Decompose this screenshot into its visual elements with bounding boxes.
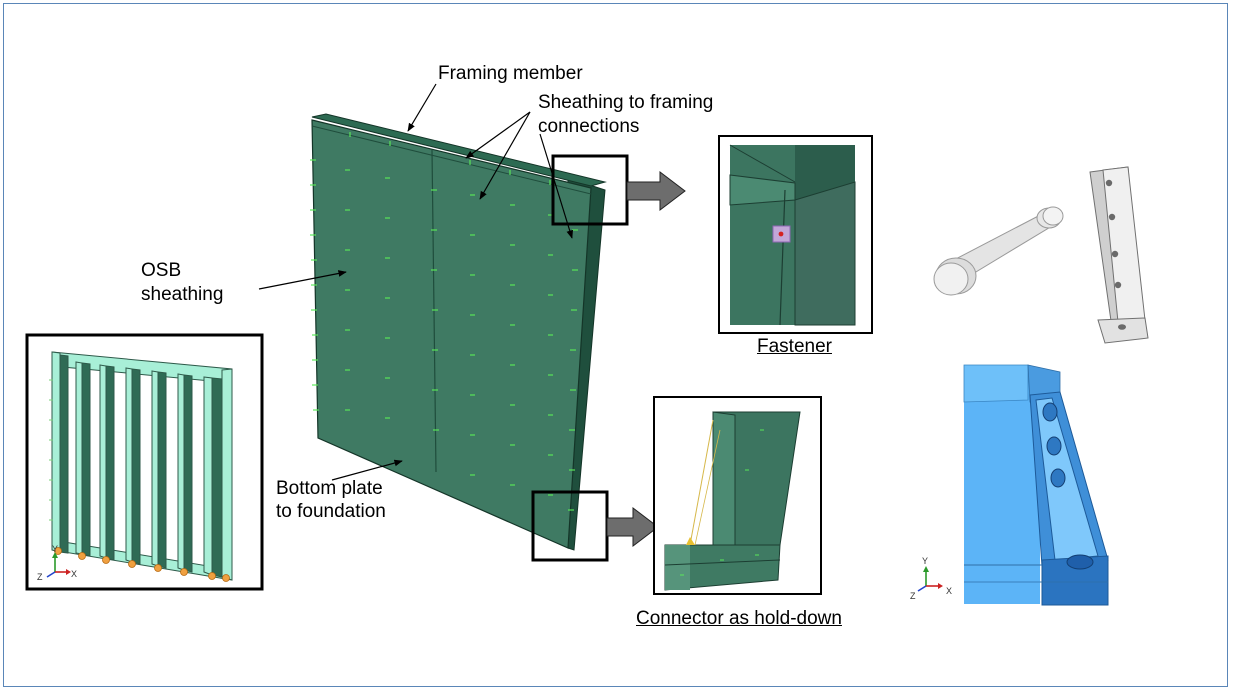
label-bottom-plate-line1: Bottom plate: [276, 478, 383, 499]
bolt-model: [933, 206, 1064, 296]
connector-detail: [653, 396, 822, 595]
axis-triad-right: Y Z X: [910, 556, 952, 601]
label-connector: Connector as hold-down: [636, 608, 842, 629]
axis-z-label: Z: [37, 572, 43, 582]
callout-lines: [258, 83, 573, 481]
axis-x-label: X: [946, 586, 952, 596]
axis-triad-left: Y Z X: [37, 544, 77, 582]
label-bottom-plate-line2: to foundation: [276, 501, 386, 522]
framing-inset: Y Z X: [25, 333, 264, 591]
label-framing-member: Framing member: [438, 63, 583, 84]
axis-x-label: X: [71, 569, 77, 579]
axis-y-label: Y: [52, 544, 58, 554]
label-osb-line1: OSB: [141, 260, 182, 281]
zoom-arrow-connector: [606, 506, 659, 548]
label-osb-line2: sheathing: [141, 284, 224, 305]
axis-z-label: Z: [910, 591, 916, 601]
blue-holddown-model: [963, 364, 1109, 606]
wall-frame-model: [49, 351, 233, 582]
label-fastener: Fastener: [757, 336, 832, 357]
axis-y-label: Y: [922, 556, 928, 566]
figure-border: [3, 3, 1228, 687]
bracket-model: [1089, 166, 1149, 344]
zoom-arrow-fastener: [626, 170, 686, 212]
label-sheathing-connections-line1: Sheathing to framing: [538, 92, 714, 113]
wall-panel-model: [310, 113, 607, 551]
fastener-detail: [718, 135, 873, 334]
label-sheathing-connections-line2: connections: [538, 116, 640, 137]
